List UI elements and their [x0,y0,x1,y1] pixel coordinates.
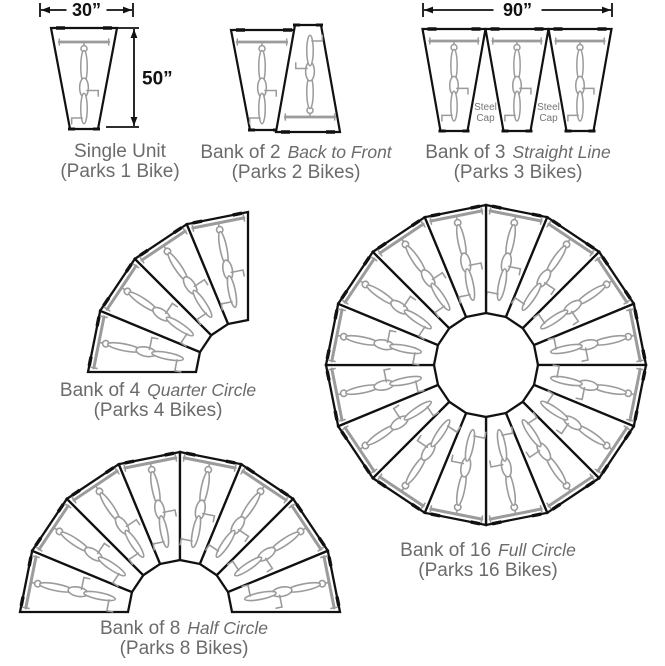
steel-cap-label: Cap [476,113,495,124]
bank-capacity: (Parks 16 Bikes) [418,560,558,581]
label-bank-of-3: Bank of 3 Straight Line (Parks 3 Bikes) [425,142,611,183]
bank-capacity: (Parks 2 Bikes) [231,162,361,183]
label-single-unit: Single Unit (Parks 1 Bike) [60,142,179,182]
bike-top-view-icon [429,428,487,524]
bike-top-view-icon [428,37,480,122]
bike-top-view-icon [205,467,289,559]
bank-style: Half Circle [187,618,268,638]
bike-top-view-icon [532,256,631,330]
bike-top-view-icon [191,213,246,311]
bike-top-view-icon [226,503,325,577]
bank-style: Back to Front [287,142,392,162]
bike-top-view-icon [539,390,631,474]
bike-top-view-icon [377,220,451,319]
steel-cap-label: Steel [474,102,497,113]
bike-top-view-icon [283,34,337,121]
bank-style: Full Circle [498,540,576,560]
bike-top-view-icon [521,411,595,510]
bike-top-view-icon [139,227,213,326]
bank-name: Bank of 16 [400,540,492,561]
bank-name: Bank of 8 [100,618,181,639]
bank-name: Bank of 2 [200,142,281,163]
bike-top-view-icon [35,503,127,587]
bike-top-view-icon [57,38,111,125]
steel-cap-label: Steel [537,102,560,113]
steel-cap-label: Cap [539,113,558,124]
bike-top-view-icon [103,263,195,347]
bike-top-view-icon [429,206,484,304]
label-bank-of-8: Bank of 8 Half Circle (Parks 8 Bikes) [100,618,268,659]
bike-top-view-icon [485,206,543,302]
bike-top-view-icon [377,418,461,510]
bike-top-view-icon [327,367,425,422]
bank-name: Single Unit [74,141,166,162]
bike-top-view-icon [341,400,440,474]
dimension-90in: 90” [503,0,532,20]
bike-top-view-icon [241,555,339,610]
bike-top-view-icon [71,467,145,566]
bank-capacity: (Parks 4 Bikes) [93,400,223,421]
bank-name: Bank of 4 [59,380,141,401]
bank-of-8-diagram [18,450,342,614]
bank-capacity: (Parks 8 Bikes) [119,638,249,659]
bike-top-view-icon [235,38,289,125]
bank-of-16-diagram [324,203,648,527]
bike-top-view-icon [547,308,645,363]
bank-style: Straight Line [512,142,611,162]
bike-top-view-icon [179,453,237,549]
dimension-30in: 30” [72,0,101,20]
label-bank-of-4: Bank of 4 Quarter Circle (Parks 4 Bikes) [60,380,256,421]
bank-name: Bank of 3 [425,142,506,163]
bank-of-2-diagram [229,23,342,134]
bank-style: Quarter Circle [147,380,257,400]
bike-top-view-icon [549,364,645,422]
bike-top-view-icon [488,426,543,524]
bank-capacity: (Parks 3 Bikes) [453,162,583,183]
bike-top-view-icon [554,37,606,122]
bike-top-view-icon [89,315,185,373]
single-unit-diagram: 30” 50” [39,0,173,131]
label-bank-of-16: Bank of 16 Full Circle (Parks 16 Bikes) [400,540,576,581]
bike-top-view-icon [341,256,433,340]
bike-top-view-icon [511,220,595,312]
bike-top-view-icon [491,37,543,122]
bank-capacity: (Parks 1 Bike) [60,161,180,182]
bank-of-4-diagram [86,210,250,374]
bike-top-view-icon [123,453,178,551]
label-bank-of-2: Bank of 2 Back to Front (Parks 2 Bikes) [200,142,391,183]
dimension-50in: 50” [142,69,173,90]
bike-top-view-icon [21,555,117,613]
bike-top-view-icon [327,308,423,366]
